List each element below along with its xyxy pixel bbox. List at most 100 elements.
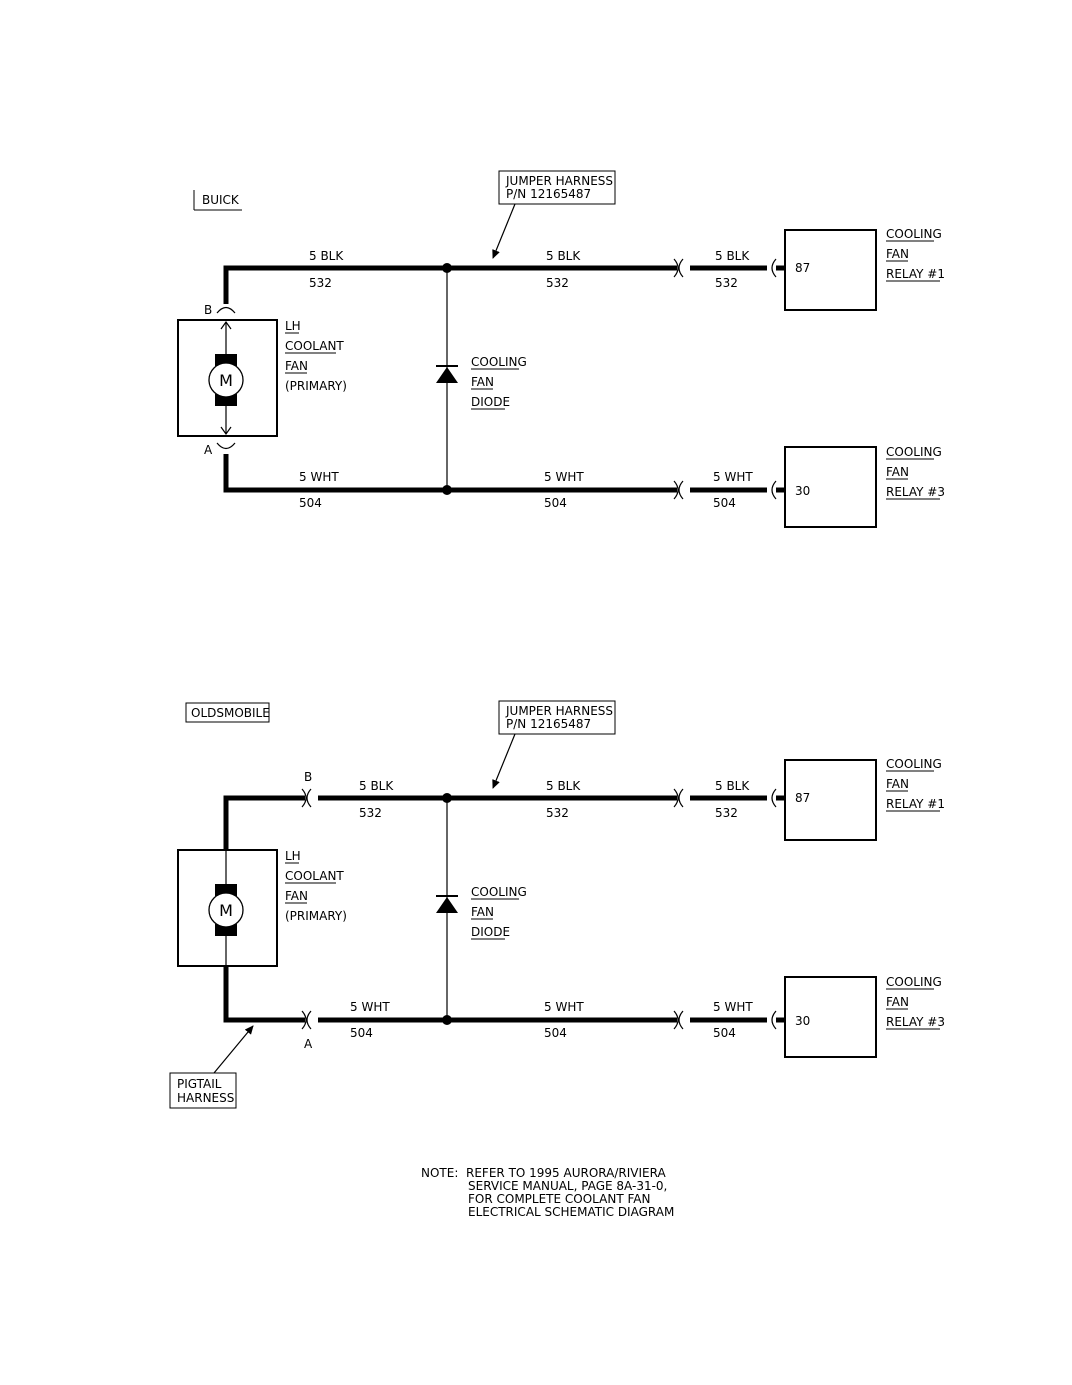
oldsmobile-cooling-fan-diode [436, 798, 458, 1020]
oldsmobile-bottom-seg1-circuit: 504 [350, 1026, 373, 1040]
buick-bottom-seg2-circuit: 504 [544, 496, 567, 510]
buick-diode-line1: COOLING [471, 355, 527, 369]
oldsmobile-bottom-seg1-color: 5 WHT [350, 1000, 390, 1014]
buick-relay3-line3: RELAY #3 [886, 485, 945, 499]
oldsmobile-relay-1: 87 COOLING FAN RELAY #1 [784, 757, 945, 841]
oldsmobile-relay3-line1: COOLING [886, 975, 942, 989]
buick-top-seg3-color: 5 BLK [715, 249, 750, 263]
buick-motor-name2: COOLANT [285, 339, 344, 353]
oldsmobile-diode-label: COOLING FAN DIODE [471, 885, 527, 940]
buick-label: BUICK [193, 190, 242, 211]
buick-diode-line3: DIODE [471, 395, 510, 409]
buick-diode-line2: FAN [471, 375, 494, 389]
buick-label-text: BUICK [202, 193, 240, 207]
note-line2: SERVICE MANUAL, PAGE 8A-31-0, [468, 1179, 667, 1193]
buick-bottom-wire: 5 WHT 504 5 WHT 504 5 WHT 504 [223, 454, 784, 510]
buick-relay1-line2: FAN [886, 247, 909, 261]
oldsmobile-diode-line1: COOLING [471, 885, 527, 899]
buick-motor-symbol [208, 362, 244, 398]
buick-jumper-line2: P/N 12165487 [506, 187, 591, 201]
buick-cooling-fan-diode [436, 268, 458, 490]
buick-bottom-seg3-circuit: 504 [713, 496, 736, 510]
buick-motor-pin-a-connector [216, 442, 236, 450]
oldsmobile-top-wire: B 5 BLK 532 5 BLK 532 5 BLK 532 [223, 770, 784, 850]
oldsmobile-motor-name3: FAN [285, 889, 308, 903]
buick-motor-label: LH COOLANT FAN (PRIMARY) [285, 319, 347, 393]
oldsmobile-label: OLDSMOBILE [185, 702, 270, 723]
oldsmobile-bottom-seg2-color: 5 WHT [544, 1000, 584, 1014]
oldsmobile-label-text: OLDSMOBILE [191, 706, 270, 720]
oldsmobile-top-seg3-color: 5 BLK [715, 779, 750, 793]
buick-relay-3: 30 COOLING FAN RELAY #3 [784, 445, 945, 528]
oldsmobile-pin-b-connector [306, 788, 312, 808]
oldsmobile-jumper-arrow [492, 733, 516, 789]
buick-relay3-line1: COOLING [886, 445, 942, 459]
buick-top-wire: 5 BLK 532 5 BLK 532 5 BLK 532 [223, 249, 784, 304]
buick-bottom-seg3-color: 5 WHT [713, 470, 753, 484]
buick-section: BUICK JUMPER HARNESS P/N 12165487 5 BLK … [177, 170, 945, 528]
oldsmobile-relay1-line1: COOLING [886, 757, 942, 771]
oldsmobile-motor-name1: LH [285, 849, 301, 863]
oldsmobile-relay1-pin: 87 [795, 791, 810, 805]
buick-top-seg1-circuit: 532 [309, 276, 332, 290]
oldsmobile-relay3-line2: FAN [886, 995, 909, 1009]
buick-top-seg1-color: 5 BLK [309, 249, 344, 263]
oldsmobile-top-seg3-circuit: 532 [715, 806, 738, 820]
buick-bottom-inline-connector [678, 480, 684, 500]
buick-bottom-seg2-color: 5 WHT [544, 470, 584, 484]
oldsmobile-motor-letter: M [219, 901, 233, 920]
buick-motor-name3: FAN [285, 359, 308, 373]
buick-relay-1: 87 COOLING FAN RELAY #1 [784, 227, 945, 311]
note-line4: ELECTRICAL SCHEMATIC DIAGRAM [468, 1205, 674, 1219]
oldsmobile-top-inline-connector [678, 788, 684, 808]
buick-top-seg2-color: 5 BLK [546, 249, 581, 263]
oldsmobile-pigtail-harness-callout: PIGTAIL HARNESS [169, 1025, 254, 1109]
buick-relay1-line1: COOLING [886, 227, 942, 241]
buick-top-seg3-circuit: 532 [715, 276, 738, 290]
buick-jumper-line1: JUMPER HARNESS [505, 174, 613, 188]
oldsmobile-relay1-line3: RELAY #1 [886, 797, 945, 811]
note-line3: FOR COMPLETE COOLANT FAN [468, 1192, 650, 1206]
oldsmobile-pigtail-line2: HARNESS [177, 1091, 234, 1105]
buick-diode-label: COOLING FAN DIODE [471, 355, 527, 410]
oldsmobile-bottom-seg2-circuit: 504 [544, 1026, 567, 1040]
buick-jumper-arrow [492, 203, 516, 259]
buick-relay3-line2: FAN [886, 465, 909, 479]
oldsmobile-pin-a: A [304, 1037, 313, 1051]
buick-relay3-pin: 30 [795, 484, 810, 498]
oldsmobile-coolant-fan-motor: M [177, 849, 278, 967]
oldsmobile-pin-a-connector [306, 1010, 312, 1030]
oldsmobile-top-seg2-circuit: 532 [546, 806, 569, 820]
oldsmobile-jumper-line2: P/N 12165487 [506, 717, 591, 731]
oldsmobile-motor-symbol [208, 892, 244, 928]
buick-relay3-connector [771, 480, 777, 500]
oldsmobile-relay1-connector [771, 788, 777, 808]
oldsmobile-relay-3: 30 COOLING FAN RELAY #3 [784, 975, 945, 1058]
oldsmobile-relay1-line2: FAN [886, 777, 909, 791]
oldsmobile-motor-label: LH COOLANT FAN (PRIMARY) [285, 849, 347, 923]
oldsmobile-top-seg1-circuit: 532 [359, 806, 382, 820]
oldsmobile-bottom-wire: A 5 WHT 504 5 WHT 504 5 WHT 504 [223, 966, 784, 1051]
oldsmobile-top-seg2-color: 5 BLK [546, 779, 581, 793]
oldsmobile-relay3-pin: 30 [795, 1014, 810, 1028]
oldsmobile-pin-b: B [304, 770, 312, 784]
oldsmobile-relay3-connector [771, 1010, 777, 1030]
buick-bottom-seg1-color: 5 WHT [299, 470, 339, 484]
buick-motor-pin-b: B [204, 303, 212, 317]
oldsmobile-motor-name2: COOLANT [285, 869, 344, 883]
note-line1: NOTE: REFER TO 1995 AURORA/RIVIERA [421, 1166, 666, 1180]
buick-relay1-connector [771, 258, 777, 278]
oldsmobile-bottom-seg3-color: 5 WHT [713, 1000, 753, 1014]
oldsmobile-section: OLDSMOBILE JUMPER HARNESS P/N 12165487 B… [169, 700, 945, 1109]
buick-top-seg2-circuit: 532 [546, 276, 569, 290]
oldsmobile-bottom-seg3-circuit: 504 [713, 1026, 736, 1040]
note-block: NOTE: REFER TO 1995 AURORA/RIVIERA SERVI… [421, 1166, 674, 1219]
oldsmobile-pigtail-arrow [213, 1025, 254, 1074]
oldsmobile-top-seg1-color: 5 BLK [359, 779, 394, 793]
oldsmobile-diode-line3: DIODE [471, 925, 510, 939]
buick-jumper-harness-callout: JUMPER HARNESS P/N 12165487 [492, 170, 616, 259]
oldsmobile-motor-name4: (PRIMARY) [285, 909, 347, 923]
oldsmobile-jumper-line1: JUMPER HARNESS [505, 704, 613, 718]
oldsmobile-diode-line2: FAN [471, 905, 494, 919]
